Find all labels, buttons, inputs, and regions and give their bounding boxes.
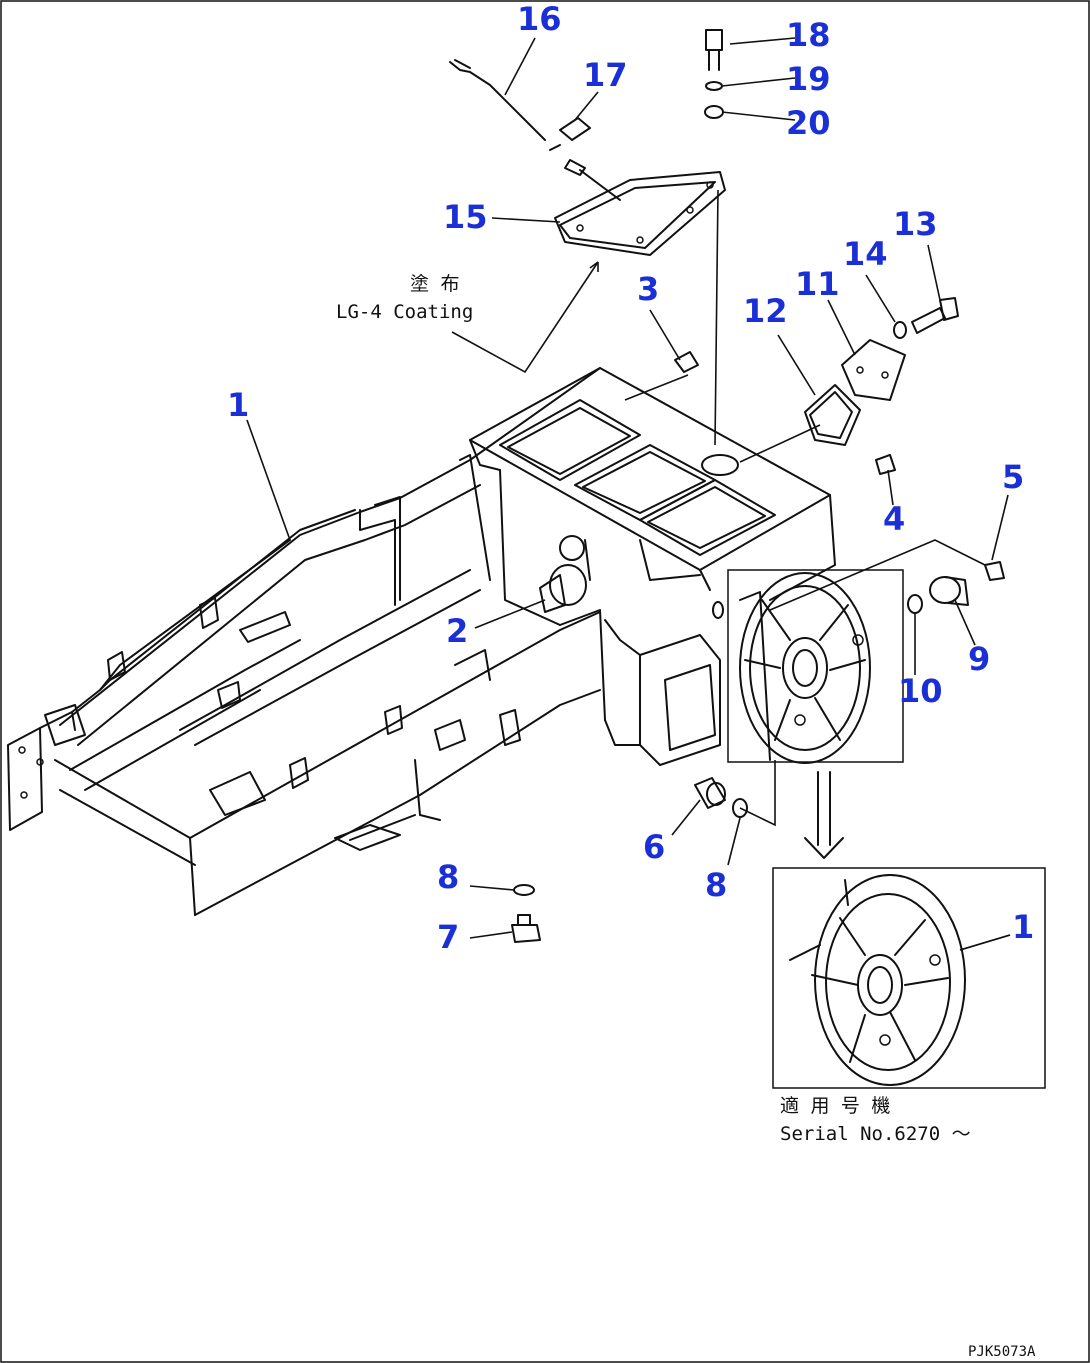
callout-5: 5 [1002, 458, 1024, 496]
callout-14: 14 [843, 235, 888, 273]
inset-arrow [804, 771, 844, 859]
callout-18: 18 [786, 16, 831, 54]
callout-4: 4 [883, 500, 905, 538]
callout-6: 6 [643, 828, 665, 866]
callout-17: 17 [583, 56, 628, 94]
main-frame-drawing [7, 367, 904, 916]
coating-note-jp: 塗 布 [410, 272, 459, 295]
callout-19: 19 [786, 60, 831, 98]
exploded-parts [449, 29, 1005, 943]
serial-inset [772, 771, 1046, 1089]
callout-8-right: 8 [705, 866, 727, 904]
callout-3: 3 [637, 270, 659, 308]
serial-note-en: Serial No.6270 ～ [780, 1123, 971, 1145]
callout-12: 12 [743, 292, 788, 330]
callout-13: 13 [893, 205, 938, 243]
callout-2: 2 [446, 612, 468, 650]
serial-note-jp: 適 用 号 機 [780, 1095, 890, 1117]
notes: 塗 布 LG-4 Coating 適 用 号 機 Serial No.6270 … [336, 272, 1036, 1360]
callout-7: 7 [437, 918, 459, 956]
callout-numbers: 16 17 18 19 20 15 3 12 11 14 13 1 4 5 2 … [227, 0, 1034, 956]
callout-11: 11 [795, 265, 840, 303]
callout-16: 16 [517, 0, 562, 38]
inset-box [772, 867, 1046, 1089]
callout-1-inset: 1 [1012, 908, 1034, 946]
coating-note-en: LG-4 Coating [336, 301, 473, 323]
leader-lines [246, 37, 1011, 951]
callout-10: 10 [898, 672, 943, 710]
callout-8-left: 8 [437, 858, 459, 896]
callout-15: 15 [443, 198, 488, 236]
drawing-code: PJK5073A [968, 1344, 1036, 1360]
callout-20: 20 [786, 104, 831, 142]
callout-9: 9 [968, 640, 990, 678]
callout-1-main: 1 [227, 386, 249, 424]
